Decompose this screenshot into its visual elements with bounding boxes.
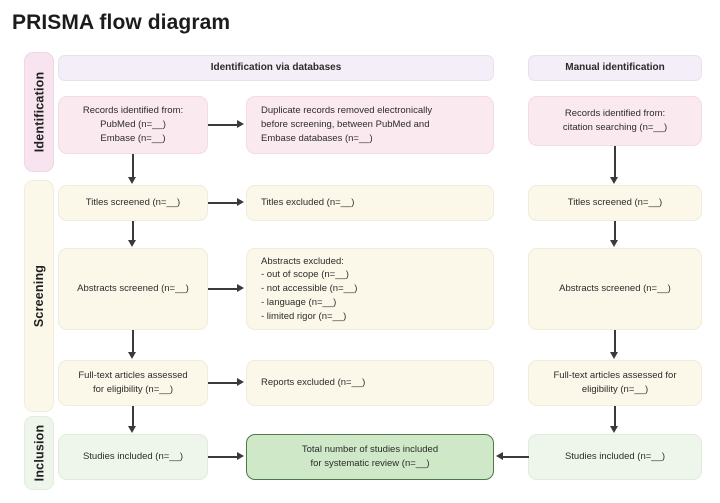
page-title: PRISMA flow diagram <box>12 11 231 34</box>
stage-label-inclusion-text: Inclusion <box>32 424 47 482</box>
arrowhead-manual-records-to-titles <box>610 177 618 184</box>
connector-manual-records-to-titles <box>614 146 616 178</box>
connector-manual-studies-to-total <box>503 456 529 458</box>
arrowhead-abstracts-to-fulltext <box>128 352 136 359</box>
arrowhead-manual-titles-to-abstracts <box>610 240 618 247</box>
box-records-identified-databases: Records identified from: PubMed (n=__) E… <box>58 96 208 154</box>
stage-label-inclusion: Inclusion <box>24 416 54 490</box>
arrowhead-titles-to-excluded <box>237 198 244 206</box>
arrowhead-records-to-titles <box>128 177 136 184</box>
box-fulltext-assessed-databases: Full-text articles assessed for eligibil… <box>58 360 208 406</box>
connector-records-to-duplicates <box>208 124 238 126</box>
arrowhead-studies-to-total-left <box>237 452 244 460</box>
box-titles-screened-databases: Titles screened (n=__) <box>58 185 208 221</box>
banner-identification-via-databases: Identification via databases <box>58 55 494 81</box>
connector-fulltext-to-studies <box>132 406 134 427</box>
connector-abstracts-to-excluded <box>208 288 238 290</box>
stage-label-screening-text: Screening <box>32 264 46 328</box>
stage-label-identification: Identification <box>24 52 54 172</box>
stage-label-screening: Screening <box>24 180 54 412</box>
arrowhead-manual-studies-to-total <box>496 452 503 460</box>
connector-abstracts-to-fulltext <box>132 330 134 353</box>
arrowhead-fulltext-to-studies <box>128 426 136 433</box>
box-reports-excluded: Reports excluded (n=__) <box>246 360 494 406</box>
box-abstracts-excluded: Abstracts excluded: - out of scope (n=__… <box>246 248 494 330</box>
box-abstracts-screened-databases: Abstracts screened (n=__) <box>58 248 208 330</box>
connector-titles-to-abstracts <box>132 221 134 241</box>
box-records-identified-manual: Records identified from: citation search… <box>528 96 702 146</box>
connector-manual-fulltext-to-studies <box>614 406 616 427</box>
connector-titles-to-excluded <box>208 202 238 204</box>
arrowhead-abstracts-to-excluded <box>237 284 244 292</box>
box-titles-screened-manual: Titles screened (n=__) <box>528 185 702 221</box>
box-abstracts-screened-manual: Abstracts screened (n=__) <box>528 248 702 330</box>
box-duplicate-records-removed: Duplicate records removed electronically… <box>246 96 494 154</box>
box-total-studies-included: Total number of studies included for sys… <box>246 434 494 480</box>
connector-records-to-titles <box>132 154 134 178</box>
box-studies-included-manual: Studies included (n=__) <box>528 434 702 480</box>
arrowhead-records-to-duplicates <box>237 120 244 128</box>
banner-manual-identification: Manual identification <box>528 55 702 81</box>
box-titles-excluded: Titles excluded (n=__) <box>246 185 494 221</box>
arrowhead-manual-abstracts-to-fulltext <box>610 352 618 359</box>
arrowhead-fulltext-to-reports-excluded <box>237 378 244 386</box>
box-studies-included-databases: Studies included (n=__) <box>58 434 208 480</box>
box-fulltext-assessed-manual: Full-text articles assessed for eligibil… <box>528 360 702 406</box>
arrowhead-manual-fulltext-to-studies <box>610 426 618 433</box>
stage-label-identification-text: Identification <box>32 71 47 153</box>
arrowhead-titles-to-abstracts <box>128 240 136 247</box>
connector-manual-titles-to-abstracts <box>614 221 616 241</box>
connector-manual-abstracts-to-fulltext <box>614 330 616 353</box>
connector-studies-to-total-left <box>208 456 238 458</box>
connector-fulltext-to-reports-excluded <box>208 382 238 384</box>
